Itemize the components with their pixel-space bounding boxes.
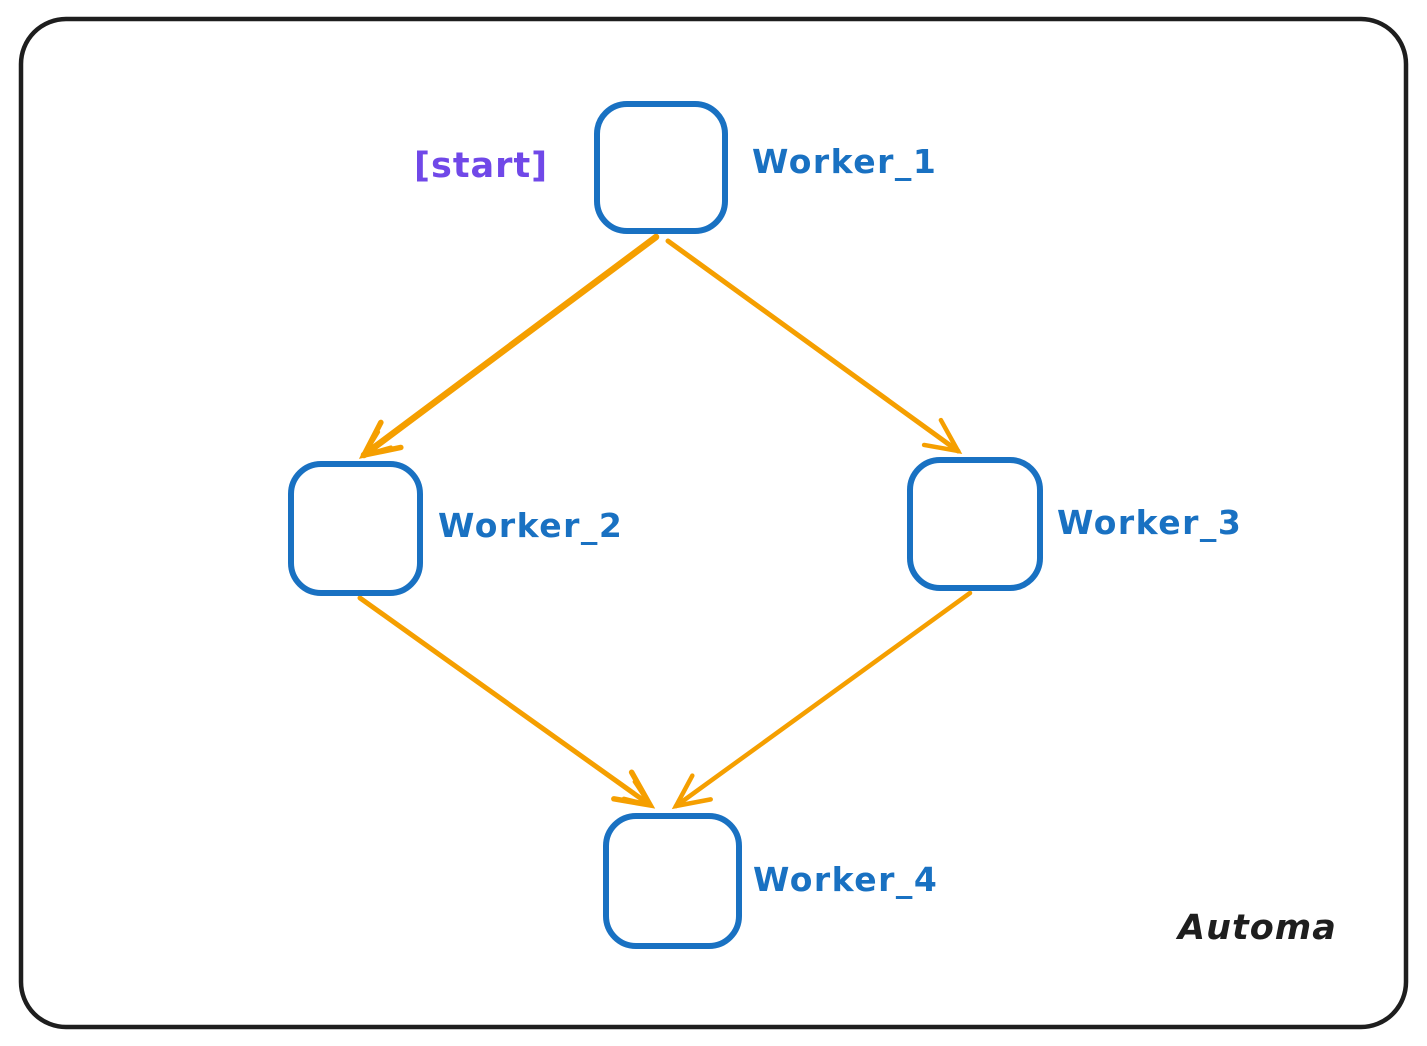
node-worker4[interactable] [603,813,742,949]
node-label-worker3: Worker_3 [1057,503,1243,542]
edge-worker2-worker4 [357,595,656,809]
start-tag-label: [start] [414,146,549,186]
edge-worker1-worker2 [358,233,660,459]
node-worker2[interactable] [288,461,423,596]
node-worker3[interactable] [907,457,1043,591]
node-label-worker4: Worker_4 [753,860,939,899]
node-label-worker2: Worker_2 [438,506,624,545]
automa-watermark: Automa [1178,908,1337,948]
node-label-worker1: Worker_1 [752,142,938,181]
frame-border [18,16,1409,1030]
edge-worker1-worker3 [665,238,963,455]
edge-worker3-worker4 [671,590,973,810]
node-worker1[interactable] [594,101,728,234]
